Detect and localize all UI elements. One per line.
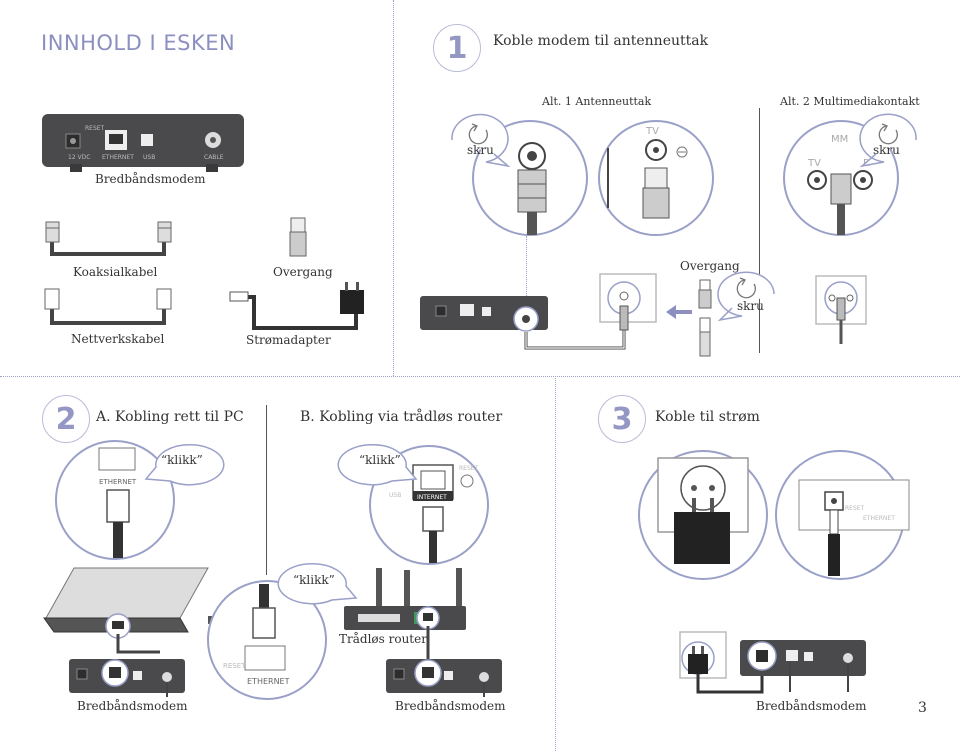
click-bubble-middle [277,562,358,605]
wireless-router-illustration [344,568,466,630]
divider-options [266,405,267,575]
click-label-middle: “klikk” [293,573,335,587]
router-to-modem-cable [426,626,430,660]
adapter-illustration [289,217,307,257]
router-internet-zoom: INTERNET RESET USB [369,445,489,565]
modem-a-label: Bredbåndsmodem [77,699,188,713]
twist-label-adapter: skru [737,299,764,313]
click-bubble-b [337,443,418,486]
option-b-title: B. Kobling via trådløs router [300,409,503,425]
modem-ethernet-zoom: RESET ETHERNET [207,580,327,700]
pc-ethernet-zoom: ETHERNET [55,440,175,560]
alt1-label: Alt. 1 Antenneuttak [542,95,652,108]
twist-label-alt1: skru [467,143,494,157]
power-adapter-label: Strømadapter [246,333,331,347]
divider-horizontal [0,376,960,377]
modem-b-illustration [386,659,502,697]
modem-a-illustration [69,659,185,697]
svg-text:RESET: RESET [845,505,865,512]
step1-title: Koble modem til antenneuttak [493,33,709,49]
twist-bubble-alt2 [859,113,917,168]
modem-front-illustration: 12 VDC RESET ETHERNET USB CABLE [42,114,244,172]
divider-vertical-top [393,0,394,376]
page-number: 3 [918,700,927,716]
svg-text:USB: USB [143,154,155,161]
svg-text:RESET: RESET [223,662,246,670]
router-label: Trådløs router [339,632,427,646]
twist-bubble-adapter [717,271,775,322]
svg-text:TV: TV [645,126,659,137]
multimedia-wall-socket [815,275,867,344]
svg-text:CABLE: CABLE [204,154,224,161]
network-cable-illustration [44,288,172,325]
svg-text:RESET: RESET [459,465,479,472]
svg-text:INTERNET: INTERNET [417,494,447,501]
wall-plug-zoom [638,450,768,580]
alt2-label: Alt. 2 Multimediakontakt [780,95,920,108]
step2-number: 2 [42,395,90,443]
divider-vertical-bottom [555,378,556,751]
modem-to-socket-illustration [420,273,657,350]
modem-step3-label: Bredbåndsmodem [756,699,867,713]
pc-to-modem-cable [116,634,160,654]
coax-cable-illustration [45,221,172,256]
power-connection-illustration [679,631,866,694]
modem-b-label: Bredbåndsmodem [395,699,506,713]
click-label-a: “klikk” [161,453,203,467]
step1-adapter-label: Overgang [680,259,740,273]
power-adapter-illustration [229,282,364,330]
click-bubble-a [144,443,225,486]
svg-text:ETHERNET: ETHERNET [247,677,290,686]
modem-power-port-zoom: RESET ETHERNET [775,450,910,580]
twist-label-alt2: skru [873,143,900,157]
adapter-label: Overgang [273,265,333,279]
click-label-b: “klikk” [359,453,401,467]
laptop-illustration [43,567,212,639]
coax-label: Koaksialkabel [73,265,158,279]
step1-number: 1 [433,24,481,72]
network-cable-label: Nettverkskabel [71,332,165,346]
modem-label: Bredbåndsmodem [95,172,206,186]
box-contents-title: INNHOLD I ESKEN [41,31,236,55]
svg-text:ETHERNET: ETHERNET [863,515,895,522]
option-a-title: A. Kobling rett til PC [96,409,244,425]
svg-text:12 VDC: 12 VDC [68,154,90,161]
svg-text:MM: MM [831,134,848,145]
adapter-arrow-illustration [666,279,712,357]
tv-socket-zoom: TV [598,120,714,236]
svg-text:USB: USB [389,492,401,499]
step3-number: 3 [598,395,646,443]
svg-text:ETHERNET: ETHERNET [102,154,134,161]
svg-text:TV: TV [807,158,821,169]
step3-title: Koble til strøm [655,409,760,425]
svg-text:RESET: RESET [85,125,105,132]
twist-bubble-alt1 [451,113,511,168]
svg-text:ETHERNET: ETHERNET [99,478,137,486]
divider-alt [759,108,760,353]
zoom-link-line [526,236,527,310]
